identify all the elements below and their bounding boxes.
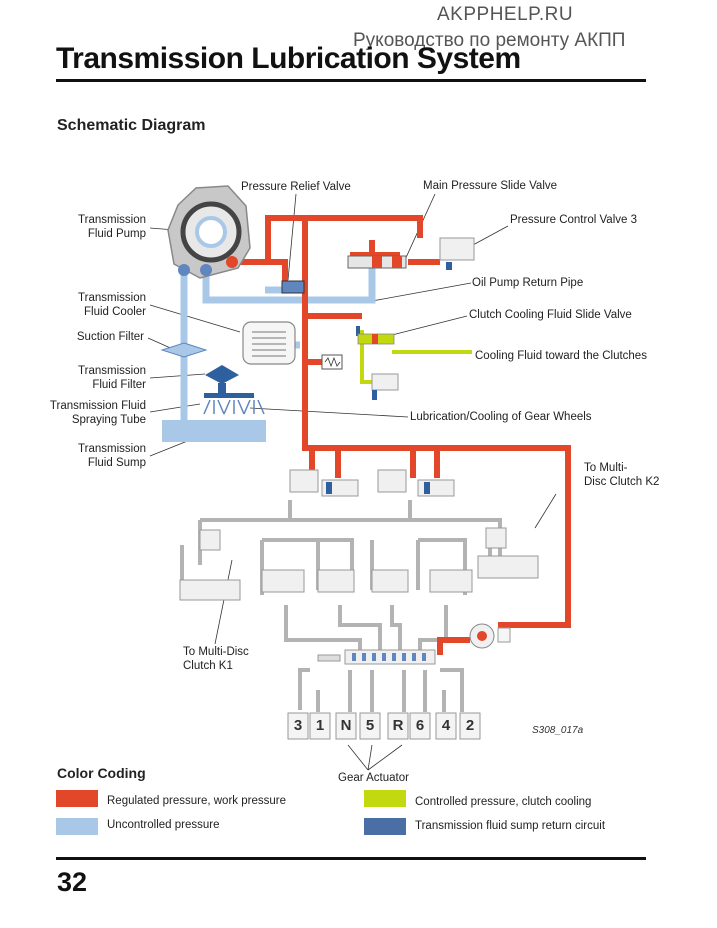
leader-gear-r xyxy=(367,744,403,771)
page-title: Transmission Lubrication System xyxy=(56,42,521,75)
watermark-site: AKPPHELP.RU xyxy=(437,4,574,25)
gear-letter-1: 1 xyxy=(315,717,325,734)
label-relief-valve: Pressure Relief Valve xyxy=(241,181,351,193)
gear-box-4 xyxy=(435,712,457,740)
label-lubrication: Lubrication/Cooling of Gear Wheels xyxy=(410,411,592,423)
legend-regulated: Regulated pressure, work pressure xyxy=(107,795,286,807)
leader-filter xyxy=(149,373,206,379)
gear-box-2 xyxy=(459,712,481,740)
gear-letter-4: 4 xyxy=(441,717,451,734)
spray-tube xyxy=(203,399,265,415)
gear-letter-5: 5 xyxy=(365,717,375,734)
label-return-pipe: Oil Pump Return Pipe xyxy=(472,277,584,289)
leader-lubrication xyxy=(249,407,409,418)
red-main-down xyxy=(302,218,571,628)
leader-lines xyxy=(147,193,557,771)
leader-k1 xyxy=(214,559,233,645)
fluid-filter xyxy=(204,365,254,398)
main-slide-valve xyxy=(347,255,407,269)
swatch-uncontrolled xyxy=(56,818,98,835)
label-k2: To Multi-Disc Clutch K2 xyxy=(584,462,660,488)
leader-sump xyxy=(149,439,191,457)
gear-letter-r: R xyxy=(392,717,404,734)
gear-letter-6: 6 xyxy=(415,717,425,734)
label-main-slide-valve: Main Pressure Slide Valve xyxy=(423,180,558,192)
swatch-sump-return xyxy=(364,818,406,835)
fluid-cooler xyxy=(242,321,296,365)
label-suction-filter: Suction Filter xyxy=(76,331,144,343)
clutch-slide-valve xyxy=(321,326,399,400)
clutch-valve-blocks xyxy=(179,469,539,601)
gear-box-6 xyxy=(409,712,431,740)
header-rule xyxy=(56,79,646,82)
swatch-regulated xyxy=(56,790,98,807)
rotary-valve xyxy=(469,623,511,649)
label-gear-actuator: Gear Actuator xyxy=(338,772,409,784)
leader-gear-n xyxy=(347,744,369,771)
legend-uncontrolled: Uncontrolled pressure xyxy=(107,819,220,831)
gear-actuator-boxes xyxy=(287,712,481,740)
gear-box-r xyxy=(387,712,409,740)
grey-circuit xyxy=(180,500,502,712)
leader-gear-5 xyxy=(367,744,373,771)
leader-spray xyxy=(149,403,201,413)
relief-valve xyxy=(281,280,305,294)
page-number: 32 xyxy=(57,867,88,897)
footer-rule xyxy=(56,857,646,860)
figure-ref: S308_017a xyxy=(532,725,584,736)
leader-relief xyxy=(287,193,297,281)
legend-controlled: Controlled pressure, clutch cooling xyxy=(415,796,592,808)
leader-k2 xyxy=(534,493,557,529)
label-pcv3: Pressure Control Valve 3 xyxy=(510,214,637,226)
gear-box-3 xyxy=(287,712,309,740)
legend-sump-return: Transmission fluid sump return circuit xyxy=(415,820,606,832)
gear-box-5 xyxy=(359,712,381,740)
fluid-pump xyxy=(167,185,251,279)
gear-letter-3: 3 xyxy=(293,717,303,734)
red-main-top xyxy=(232,215,423,265)
watermark-caption: Руководство по ремонту АКПП xyxy=(353,30,626,51)
yellow-circuit xyxy=(360,330,472,384)
gear-box-n xyxy=(335,712,357,740)
clutch-valve-accents xyxy=(326,482,430,494)
label-cooling-toward-clutches: Cooling Fluid toward the Clutches xyxy=(475,350,647,362)
leader-clutch-slide xyxy=(391,315,468,336)
label-clutch-slide-valve: Clutch Cooling Fluid Slide Valve xyxy=(469,309,632,321)
leader-return-pipe xyxy=(371,282,472,302)
return-pipe xyxy=(202,268,376,304)
color-coding-title: Color Coding xyxy=(57,765,146,781)
gear-letter-n: N xyxy=(340,717,352,734)
pcv3 xyxy=(439,237,475,270)
swatch-controlled xyxy=(364,790,406,807)
suction-filter xyxy=(160,342,208,358)
fluid-sump xyxy=(162,420,266,442)
gear-manifold xyxy=(317,649,436,665)
gear-letter-2: 2 xyxy=(465,717,475,734)
gear-box-1 xyxy=(309,712,331,740)
leader-cooler xyxy=(149,304,241,333)
section-subtitle: Schematic Diagram xyxy=(57,117,206,134)
